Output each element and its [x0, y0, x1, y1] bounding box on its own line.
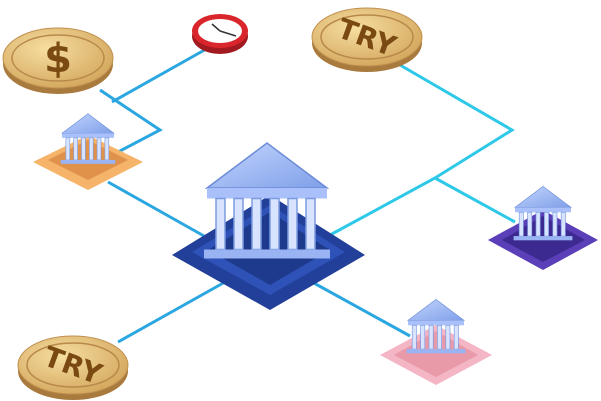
connector-bottom-bank — [311, 280, 411, 338]
connector-dollar — [99, 88, 163, 154]
connector-right — [329, 63, 515, 237]
connector-left-bank — [107, 180, 221, 247]
coin-label: $ — [44, 36, 72, 82]
connector-lines — [99, 46, 516, 344]
clock-icon — [192, 14, 248, 54]
dollar-coin-icon: $ — [2, 27, 114, 94]
bank-icon-central — [172, 142, 365, 310]
connector-right-bank — [434, 176, 516, 224]
bank-icon-right — [488, 186, 598, 270]
bank-icon-bottom — [380, 299, 492, 385]
lira-coin-icon: TRY — [311, 7, 423, 72]
connector-clock — [111, 46, 209, 104]
connector-bottom-coin — [117, 280, 226, 344]
lira-coin-icon: TRY — [17, 335, 129, 400]
bank-icon-left — [33, 113, 143, 190]
